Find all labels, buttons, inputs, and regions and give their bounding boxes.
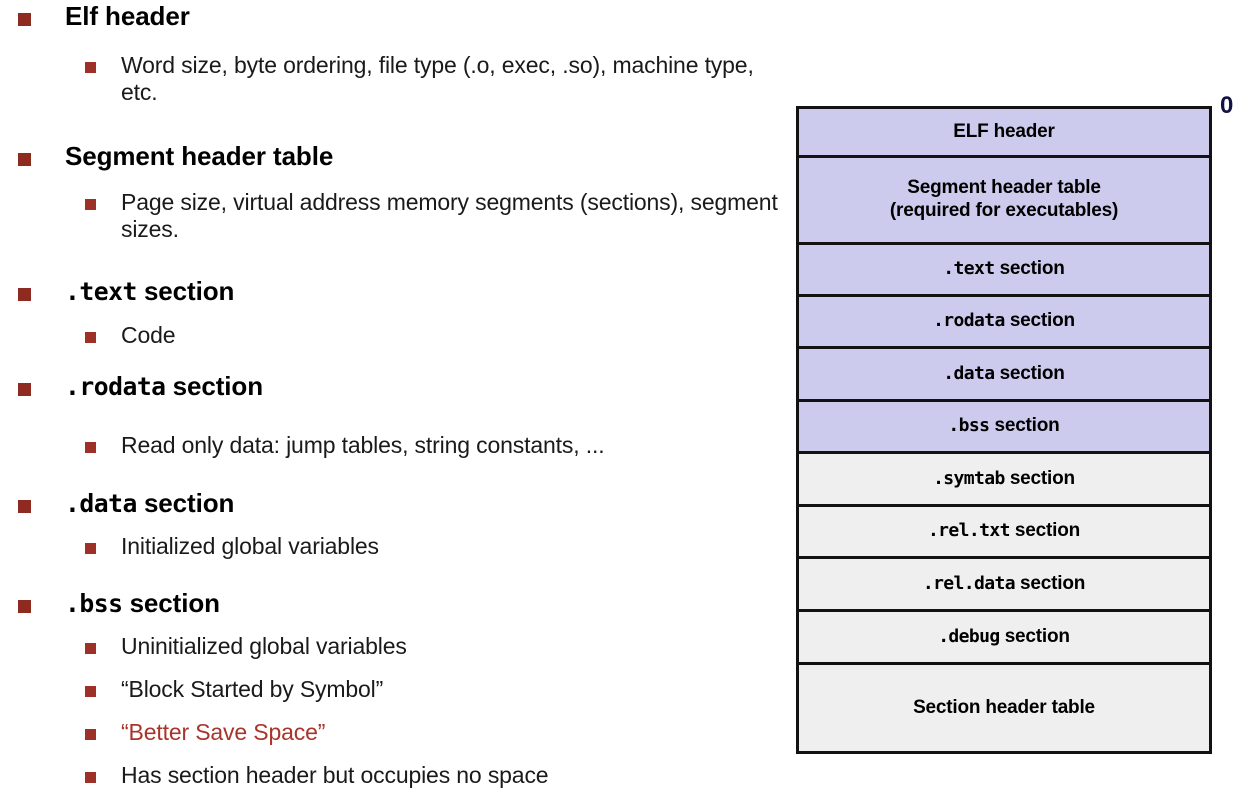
- diagram-row-label-mono: .text: [943, 258, 995, 280]
- outline-subitem-label: Code: [121, 322, 176, 348]
- sub-bullet-square-icon: [85, 771, 96, 783]
- diagram-row-rel-data-section-row: .rel.data section: [799, 559, 1209, 612]
- outline-item-label: section: [136, 276, 235, 306]
- outline-subitem-data-section-detail: Initialized global variables: [0, 533, 780, 560]
- bullet-square-icon: [18, 382, 31, 396]
- outline-subitem-label: Uninitialized global variables: [121, 633, 407, 659]
- outline-item-rodata-section: .rodata section: [0, 371, 780, 401]
- outline-item-label-mono: .data: [65, 489, 137, 518]
- sub-bullet-square-icon: [85, 331, 96, 343]
- diagram-row-elf-header-row: ELF header: [799, 109, 1209, 158]
- outline-item-label-mono: .bss: [65, 589, 123, 618]
- sub-bullet-square-icon: [85, 728, 96, 740]
- outline-item-label: Elf header: [65, 1, 190, 31]
- outline-subitem-label: Read only data: jump tables, string cons…: [121, 432, 605, 458]
- bullet-square-icon: [18, 599, 31, 613]
- diagram-row-label-wrap: Section header table: [913, 697, 1095, 720]
- diagram-row-label: Section header table: [913, 696, 1095, 718]
- outline-item-label-mono: .text: [65, 277, 137, 306]
- diagram-row-label-wrap: ELF header: [953, 120, 1055, 144]
- diagram-row-label-mono: .debug: [938, 625, 1000, 647]
- diagram-row-label-wrap: .text section: [943, 258, 1065, 281]
- outline-item-label: Segment header table: [65, 141, 334, 171]
- outline-subitem-label: Has section header but occupies no space: [121, 762, 549, 788]
- diagram-row-label-wrap: .rodata section: [933, 310, 1075, 333]
- sub-bullet-square-icon: [85, 198, 96, 210]
- diagram-row-label: section: [994, 258, 1065, 280]
- outline-item-text-section: .text section: [0, 276, 780, 306]
- sub-bullet-square-icon: [85, 542, 96, 554]
- diagram-row-label-mono: .symtab: [933, 467, 1005, 489]
- outline-item-data-section: .data section: [0, 488, 780, 518]
- diagram-row-label-mono: .rodata: [933, 310, 1005, 332]
- sub-bullet-square-icon: [85, 61, 96, 73]
- outline-subitem-bss-detail-3: “Better Save Space”: [0, 719, 780, 746]
- diagram-row-label: section: [999, 625, 1070, 647]
- outline-item-bss-section: .bss section: [0, 588, 780, 618]
- sub-bullet-square-icon: [85, 642, 96, 654]
- outline-item-label: section: [122, 588, 220, 618]
- sub-bullet-square-icon: [85, 685, 96, 697]
- outline-subitem-elf-header-detail: Word size, byte ordering, file type (.o,…: [0, 52, 780, 106]
- diagram-row-label: Segment header table (required for execu…: [889, 177, 1119, 221]
- bullet-square-icon: [18, 287, 31, 301]
- diagram-row-label: section: [1009, 520, 1081, 542]
- diagram-row-label: section: [989, 415, 1060, 437]
- outline-item-label: section: [165, 371, 263, 401]
- diagram-row-label-wrap: .symtab section: [933, 468, 1075, 491]
- outline-item-segment-header-table: Segment header table: [0, 141, 780, 171]
- diagram-row-bss-section-row: .bss section: [799, 402, 1209, 454]
- diagram-row-symtab-section-row: .symtab section: [799, 454, 1209, 507]
- diagram-row-label-wrap: .data section: [943, 362, 1065, 386]
- outline-subitem-bss-detail-2: “Block Started by Symbol”: [0, 676, 780, 703]
- diagram-row-segment-header-table-row: Segment header table (required for execu…: [799, 158, 1209, 245]
- outline-subitem-label: “Better Save Space”: [121, 719, 326, 745]
- diagram-row-label: section: [1004, 467, 1075, 489]
- outline-subitem-label: Page size, virtual address memory segmen…: [121, 189, 778, 243]
- outline-item-label: section: [136, 488, 235, 518]
- bullet-square-icon: [18, 152, 31, 166]
- diagram-row-label: section: [994, 362, 1065, 384]
- outline-subitem-label: Word size, byte ordering, file type (.o,…: [121, 52, 754, 106]
- offset-zero-label: 0: [1220, 92, 1234, 119]
- diagram-row-rodata-section-row: .rodata section: [799, 297, 1209, 349]
- diagram-row-data-section-row: .data section: [799, 349, 1209, 402]
- diagram-row-debug-section-row: .debug section: [799, 612, 1209, 665]
- diagram-row-label: section: [1004, 310, 1075, 332]
- diagram-row-label-wrap: Segment header table (required for execu…: [890, 177, 1118, 223]
- outline-subitem-label: “Block Started by Symbol”: [121, 676, 384, 702]
- diagram-row-label-mono: .data: [943, 362, 995, 384]
- bullet-square-icon: [18, 499, 31, 513]
- outline-subitem-bss-detail-4: Has section header but occupies no space: [0, 762, 780, 789]
- diagram-row-label: section: [1014, 572, 1086, 594]
- diagram-row-label-mono: .bss: [948, 415, 990, 437]
- bullet-square-icon: [18, 12, 31, 26]
- outline-item-elf-header: Elf header: [0, 1, 780, 31]
- diagram-row-section-header-table-row: Section header table: [799, 665, 1209, 751]
- diagram-row-label-mono: .rel.txt: [927, 520, 1011, 542]
- outline-item-label-mono: .rodata: [65, 372, 166, 401]
- diagram-row-label: ELF header: [953, 120, 1055, 142]
- outline-subitem-rodata-section-detail: Read only data: jump tables, string cons…: [0, 432, 780, 459]
- outline-subitem-segment-header-table-detail: Page size, virtual address memory segmen…: [0, 189, 780, 243]
- sub-bullet-square-icon: [85, 441, 96, 453]
- outline-subitem-text-section-detail: Code: [0, 322, 780, 349]
- diagram-row-label-wrap: .debug section: [938, 626, 1070, 649]
- diagram-row-label-mono: .rel.data: [922, 572, 1016, 594]
- diagram-row-text-section-row: .text section: [799, 245, 1209, 297]
- outline-subitem-bss-detail-1: Uninitialized global variables: [0, 633, 780, 660]
- outline-subitem-label: Initialized global variables: [121, 533, 379, 559]
- diagram-row-rel-txt-section-row: .rel.txt section: [799, 507, 1209, 559]
- diagram-row-label-wrap: .bss section: [948, 415, 1059, 438]
- diagram-row-label-wrap: .rel.txt section: [928, 520, 1080, 543]
- diagram-row-label-wrap: .rel.data section: [922, 572, 1086, 596]
